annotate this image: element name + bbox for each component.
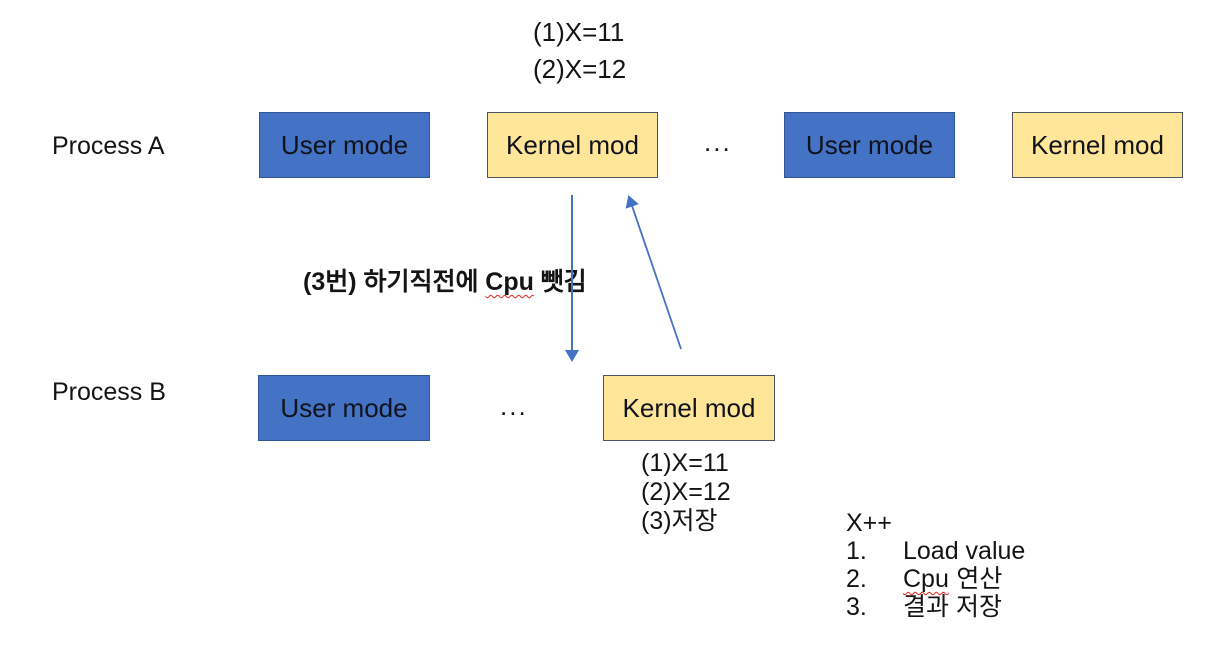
preempt-cpu: Cpu — [485, 268, 534, 296]
xpp-item-3-number: 3. — [846, 593, 867, 621]
xpp-item-3: 3. 결과 저장 — [846, 593, 1025, 621]
xpp-item-2-rest: 연산 — [956, 565, 1003, 593]
xpp-item-1: 1. Load value — [846, 537, 1025, 565]
box-label: User mode — [280, 392, 408, 423]
kernel-b-step-3: (3)저장 — [641, 507, 718, 535]
box-label: Kernel mod — [506, 129, 639, 160]
xpp-item-2-number: 2. — [846, 565, 867, 593]
xpp-item-2-cpu: Cpu — [903, 565, 949, 593]
process-a-ellipsis: ... — [704, 127, 732, 157]
process-a-kernel-mode-box-2: Kernel mod — [1012, 112, 1183, 178]
box-label: User mode — [805, 129, 934, 160]
process-b-label: Process B — [52, 378, 166, 406]
xpp-item-1-number: 1. — [846, 537, 867, 565]
process-b-kernel-mode-box: Kernel mod — [603, 375, 775, 441]
process-a-label: Process A — [52, 132, 165, 160]
context-switch-down-arrow — [565, 195, 579, 362]
xpp-title: X++ — [846, 509, 892, 537]
xpp-item-3-text: 결과 저장 — [903, 593, 1002, 621]
preempt-suffix: 뺏김 — [540, 268, 587, 296]
box-label: User mode — [280, 129, 409, 160]
box-label: Kernel mod — [622, 392, 756, 423]
process-a-kernel-mode-box-1: Kernel mod — [487, 112, 658, 178]
kernel-b-steps: (1)X=11 (2)X=12 (3)저장 — [641, 449, 731, 536]
kernel-b-step-1: (1)X=11 — [641, 449, 729, 477]
preempt-prefix: (3번) 하기직전에 — [303, 268, 479, 296]
process-b-ellipsis: ... — [500, 391, 528, 421]
box-label: Kernel mod — [1031, 129, 1164, 160]
return-up-arrow — [625, 195, 682, 350]
top-note-line-1: (1)X=11 — [533, 17, 625, 47]
process-a-user-mode-box-1: User mode — [259, 112, 430, 178]
process-a-user-mode-box-2: User mode — [784, 112, 955, 178]
kernel-b-step-2: (2)X=12 — [641, 478, 731, 506]
xpp-item-1-text: Load value — [903, 537, 1026, 565]
process-b-user-mode-box: User mode — [258, 375, 430, 441]
top-note-line-2: (2)X=12 — [533, 54, 627, 84]
